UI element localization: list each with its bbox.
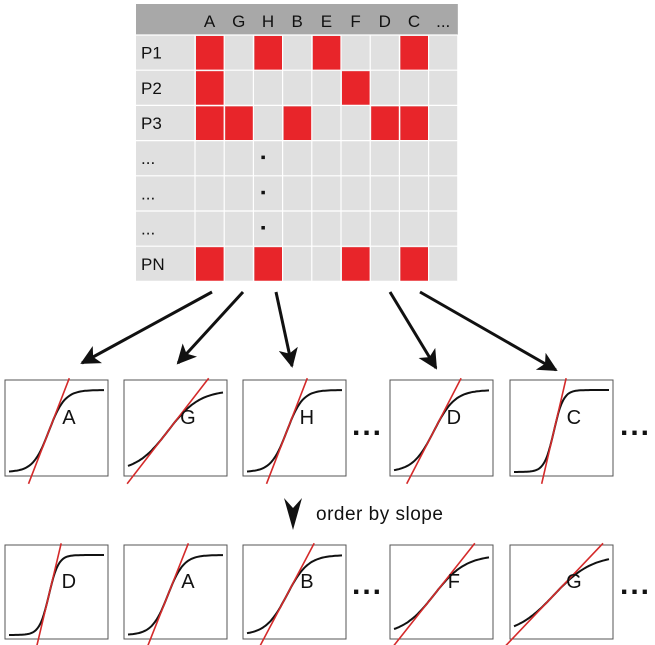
sigmoid-plot: C: [509, 378, 614, 484]
plot-label: C: [567, 407, 581, 429]
plot-label: B: [300, 571, 313, 593]
order-down-arrow-icon: [284, 498, 302, 530]
ellipsis-dot: [261, 155, 265, 160]
presence-cell: [283, 106, 312, 141]
slope-tangent-line: [27, 377, 71, 485]
column-arrows: [80, 290, 558, 372]
presence-cell: [400, 106, 429, 141]
slope-tangent-line: [259, 542, 315, 645]
row-label: P1: [141, 44, 162, 63]
ellipsis-dot: [261, 226, 265, 230]
top-trailing-ellipsis: ...: [620, 409, 651, 442]
row-label: ...: [141, 184, 155, 203]
column-header: C: [408, 12, 420, 31]
plot-frame: [242, 379, 347, 477]
row-label: PN: [141, 255, 165, 274]
column-header: ...: [436, 12, 450, 31]
sigmoid-plot: A: [4, 377, 109, 485]
top-ellipsis: ...: [352, 409, 383, 442]
plot-label: D: [62, 571, 76, 593]
sigmoid-plot: H: [242, 377, 347, 485]
presence-cell: [225, 106, 254, 141]
presence-cell: [342, 71, 371, 106]
sigmoid-plot: G: [505, 542, 614, 645]
plot-frame: [242, 544, 347, 640]
column-header: H: [262, 12, 274, 31]
column-header: F: [350, 12, 360, 31]
plot-label: A: [62, 407, 76, 429]
plot-frame: [509, 379, 614, 477]
column-header: B: [292, 12, 303, 31]
bottom-ellipsis: ...: [352, 568, 383, 601]
sigmoid-plot: A: [123, 543, 228, 645]
arrow-to-plot-2: [176, 290, 245, 365]
arrow-to-plot-4: [388, 291, 438, 370]
presence-cell: [312, 36, 341, 71]
slope-tangent-line: [265, 377, 309, 485]
slope-tangent-line: [126, 377, 210, 485]
sigmoid-plot: D: [389, 377, 494, 485]
plot-frame: [389, 379, 494, 477]
sigmoid-curve: [9, 554, 104, 636]
plot-frame: [4, 379, 109, 477]
row-label: ...: [141, 220, 155, 239]
row-label: P2: [141, 79, 162, 98]
arrow-to-plot-1: [80, 290, 213, 365]
column-header: E: [321, 12, 332, 31]
presence-cell: [196, 247, 225, 282]
column-header: G: [232, 12, 245, 31]
plot-frame: [4, 544, 109, 640]
row-label: P3: [141, 114, 162, 133]
presence-cell: [400, 36, 429, 71]
arrow-to-plot-5: [419, 290, 558, 372]
presence-cell: [371, 106, 400, 141]
plot-label: F: [448, 571, 460, 593]
presence-cell: [196, 106, 225, 141]
sigmoid-plot: D: [4, 543, 109, 645]
plot-label: D: [447, 407, 461, 429]
arrow-to-plot-3: [274, 291, 298, 368]
sigmoid-plot: F: [389, 542, 494, 645]
slope-tangent-line: [393, 542, 476, 645]
slope-tangent-line: [147, 543, 190, 645]
plot-label: G: [566, 571, 582, 593]
presence-cell: [254, 36, 283, 71]
slope-tangent-line: [36, 543, 62, 645]
bottom-trailing-ellipsis: ...: [620, 568, 651, 601]
presence-cell: [196, 36, 225, 71]
column-header: A: [204, 12, 216, 31]
presence-cell: [254, 247, 283, 282]
column-header: D: [379, 12, 391, 31]
plot-label: H: [300, 407, 314, 429]
presence-cell: [400, 247, 429, 282]
presence-cell: [342, 247, 371, 282]
row-label: ...: [141, 149, 155, 168]
matrix-header: [136, 4, 458, 35]
sigmoid-plot: G: [123, 377, 228, 485]
slope-tangent-line: [540, 378, 567, 484]
slope-tangent-line: [406, 377, 462, 485]
ellipsis-dot: [261, 190, 265, 195]
plot-label: A: [181, 571, 195, 593]
order-caption: order by slope: [316, 504, 443, 525]
plot-label: G: [180, 407, 196, 429]
plot-frame: [123, 544, 228, 640]
sigmoid-plot: B: [242, 542, 347, 645]
presence-cell: [196, 71, 225, 106]
sigmoid-curve: [514, 389, 609, 473]
slope-tangent-line: [505, 542, 604, 645]
